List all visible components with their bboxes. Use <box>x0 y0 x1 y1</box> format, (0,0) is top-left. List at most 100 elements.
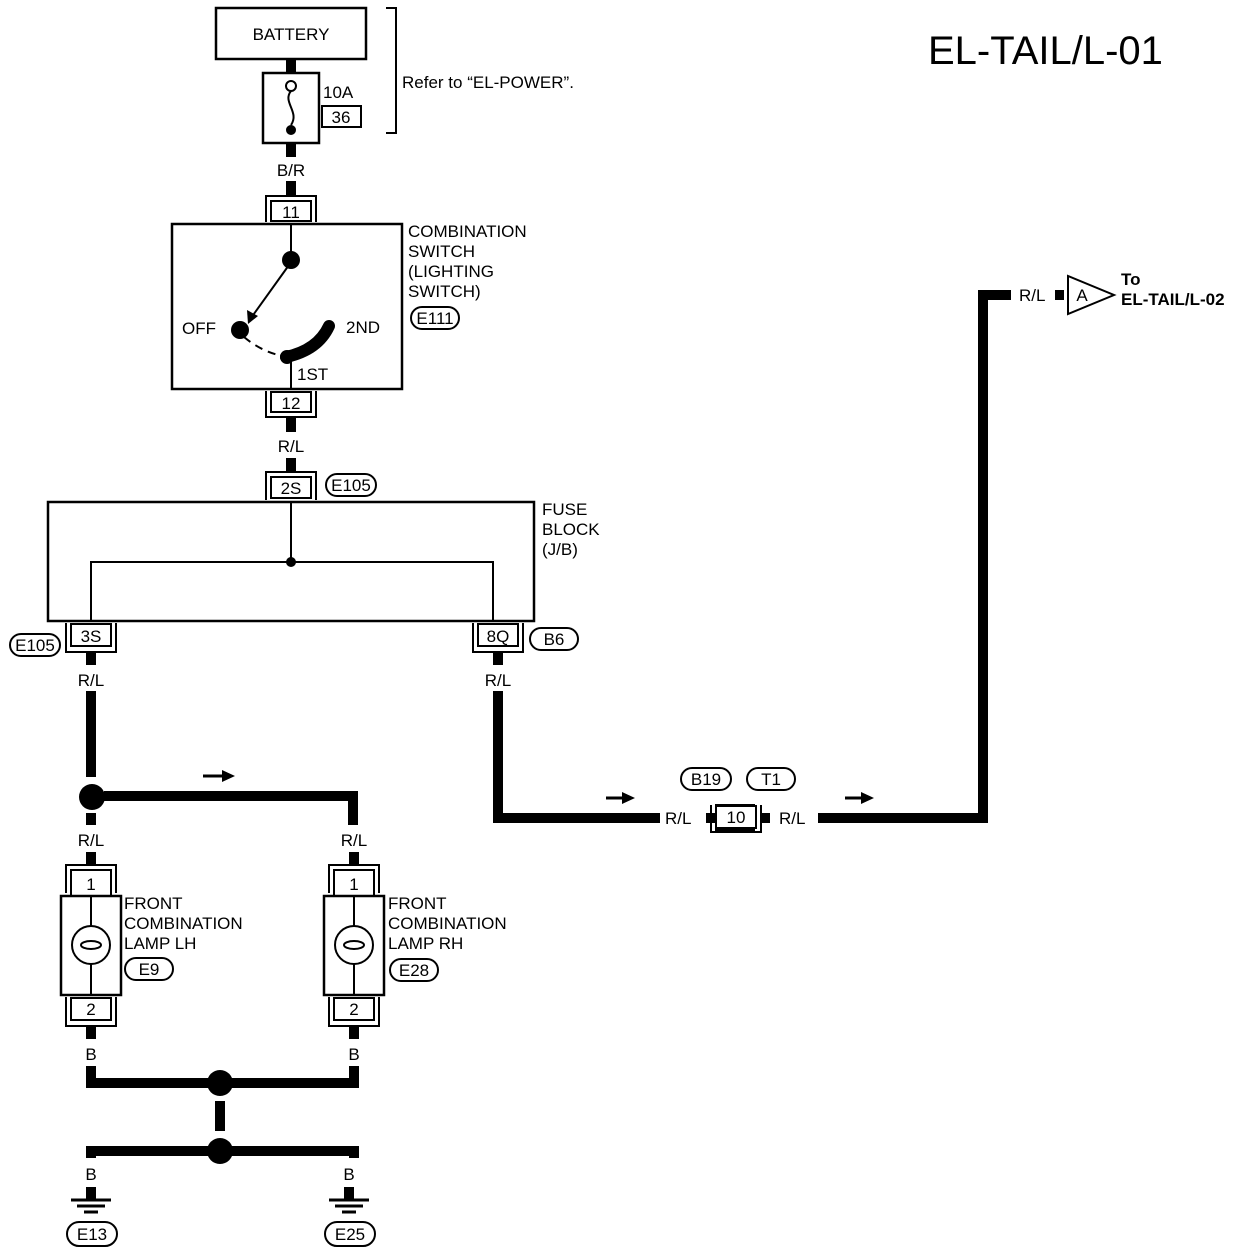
flow-arrow-icon <box>606 792 635 804</box>
lamp-rh-name: FRONT COMBINATION LAMP RH <box>388 894 507 953</box>
wire-battery-fuse <box>286 59 296 73</box>
fuse-block-bus <box>90 561 494 621</box>
flow-arrow-icon <box>845 792 874 804</box>
wire-to-rh-lamp-2 <box>349 852 359 865</box>
lamp-lh-pin-bottom: 2 <box>86 1000 95 1019</box>
battery-label: BATTERY <box>253 25 330 44</box>
connector-3s: 3S <box>65 623 117 653</box>
ground-right-id: E25 <box>335 1225 365 1244</box>
joint-right-connector: T1 <box>761 770 781 789</box>
connector-12: 12 <box>265 391 317 418</box>
wire-lh-ground <box>86 1026 96 1039</box>
switch-pin-in: 11 <box>282 203 300 222</box>
ground-left-badge <box>66 1221 118 1247</box>
wire-to-offpage <box>818 290 1011 823</box>
svg-text:(J/B): (J/B) <box>542 540 578 559</box>
switch-pivot-terminal <box>282 251 300 269</box>
offpage-terminal <box>1055 290 1064 300</box>
wire-ground-link <box>215 1101 225 1131</box>
fuse-block-pin-left: 3S <box>81 627 102 646</box>
fuse-block-pin-in: 2S <box>281 479 302 498</box>
lamp-lh: 1 2 <box>59 864 123 1027</box>
wire-label-r-l-6: R/L <box>665 809 691 828</box>
lamp-lh-pin-top: 1 <box>86 875 95 894</box>
fuse-block-left-badge <box>9 633 61 657</box>
wire-switch-down <box>286 417 296 432</box>
offpage-target: EL-TAIL/L-02 <box>1121 290 1225 309</box>
wire-fuse-down <box>286 143 296 157</box>
flow-arrow-icon <box>203 770 235 782</box>
connector-11: 11 <box>265 195 317 222</box>
wire-to-lh-lamp <box>86 852 96 865</box>
splice-ground-1 <box>207 1070 233 1096</box>
wire-label-b-1: B <box>85 1045 96 1064</box>
ground-icon <box>329 1187 369 1214</box>
wire-8q-down <box>493 652 503 665</box>
wire-to-fuse-block <box>286 458 296 472</box>
connector-2s: 2S <box>265 471 317 500</box>
svg-text:COMBINATION: COMBINATION <box>124 914 243 933</box>
wire-label-r-l-5: R/L <box>485 671 511 690</box>
splice-top <box>79 784 105 810</box>
svg-text:FRONT: FRONT <box>388 894 447 913</box>
combination-switch-box <box>170 222 404 391</box>
wire-to-switch <box>286 181 296 196</box>
svg-text:LAMP LH: LAMP LH <box>124 934 196 953</box>
ground-icon <box>71 1187 111 1214</box>
switch-dashed-link <box>243 336 284 357</box>
joint-pin: 10 <box>727 808 746 827</box>
fuse-amperage: 10A <box>323 83 354 102</box>
wire-to-joint <box>493 691 660 823</box>
fuse-block-right-connector: B6 <box>544 630 565 649</box>
fuse-element-icon <box>285 80 297 135</box>
wire-label-b-4: B <box>343 1165 354 1184</box>
lamp-rh-badge <box>389 958 439 982</box>
lamp-lh-name: FRONT COMBINATION LAMP LH <box>124 894 243 953</box>
joint-connector: 10 <box>706 804 770 833</box>
wire-label-b-r: B/R <box>277 161 305 180</box>
switch-name: COMBINATION SWITCH (LIGHTING SWITCH) <box>408 222 527 301</box>
wire-3s-down <box>86 652 96 665</box>
ground-right-badge <box>324 1221 376 1247</box>
joint-left-connector: B19 <box>691 770 721 789</box>
lamp-lh-badge <box>124 957 174 981</box>
wire-label-r-l-3: R/L <box>78 831 104 850</box>
fuse-block-right-badge <box>529 627 579 651</box>
svg-text:SWITCH: SWITCH <box>408 242 475 261</box>
joint-right-badge <box>746 767 796 791</box>
fuse-block-in-badge <box>325 473 377 497</box>
wire-label-r-l-4: R/L <box>341 831 367 850</box>
switch-contact-arc <box>280 320 335 363</box>
svg-text:FRONT: FRONT <box>124 894 183 913</box>
fuse-block-in-connector: E105 <box>331 476 371 495</box>
refer-bracket <box>386 7 397 134</box>
offpage-marker: A <box>1076 286 1088 305</box>
ground-bus-bottom <box>86 1146 359 1158</box>
refer-note: Refer to “EL-POWER”. <box>402 73 574 92</box>
bulb-icon <box>71 925 111 965</box>
svg-text:COMBINATION: COMBINATION <box>408 222 527 241</box>
ground-left-id: E13 <box>77 1225 107 1244</box>
switch-off-terminal <box>231 321 249 339</box>
fuse-number-box <box>321 105 362 128</box>
lamp-rh-pin-bottom: 2 <box>349 1000 358 1019</box>
svg-text:LAMP RH: LAMP RH <box>388 934 463 953</box>
svg-text:BLOCK: BLOCK <box>542 520 600 539</box>
offpage-to: To <box>1121 270 1141 289</box>
lamp-lh-connector: E9 <box>139 960 160 979</box>
bulb-icon <box>334 925 374 965</box>
connector-8q: 8Q <box>472 623 524 653</box>
wire-label-r-l-2: R/L <box>78 671 104 690</box>
wire-ground-left <box>86 1146 96 1158</box>
fuse-block-name: FUSE BLOCK (J/B) <box>542 500 600 559</box>
switch-2nd-label: 2ND <box>346 318 380 337</box>
svg-text:(LIGHTING: (LIGHTING <box>408 262 494 281</box>
diagram-title: EL-TAIL/L-01 <box>928 29 1163 73</box>
svg-text:COMBINATION: COMBINATION <box>388 914 507 933</box>
wire-label-r-l-1: R/L <box>278 437 304 456</box>
lamp-rh-pin-top: 1 <box>349 875 358 894</box>
fuse-block-left-connector: E105 <box>15 636 55 655</box>
svg-text:FUSE: FUSE <box>542 500 587 519</box>
switch-lever-arrow-icon <box>247 264 290 324</box>
